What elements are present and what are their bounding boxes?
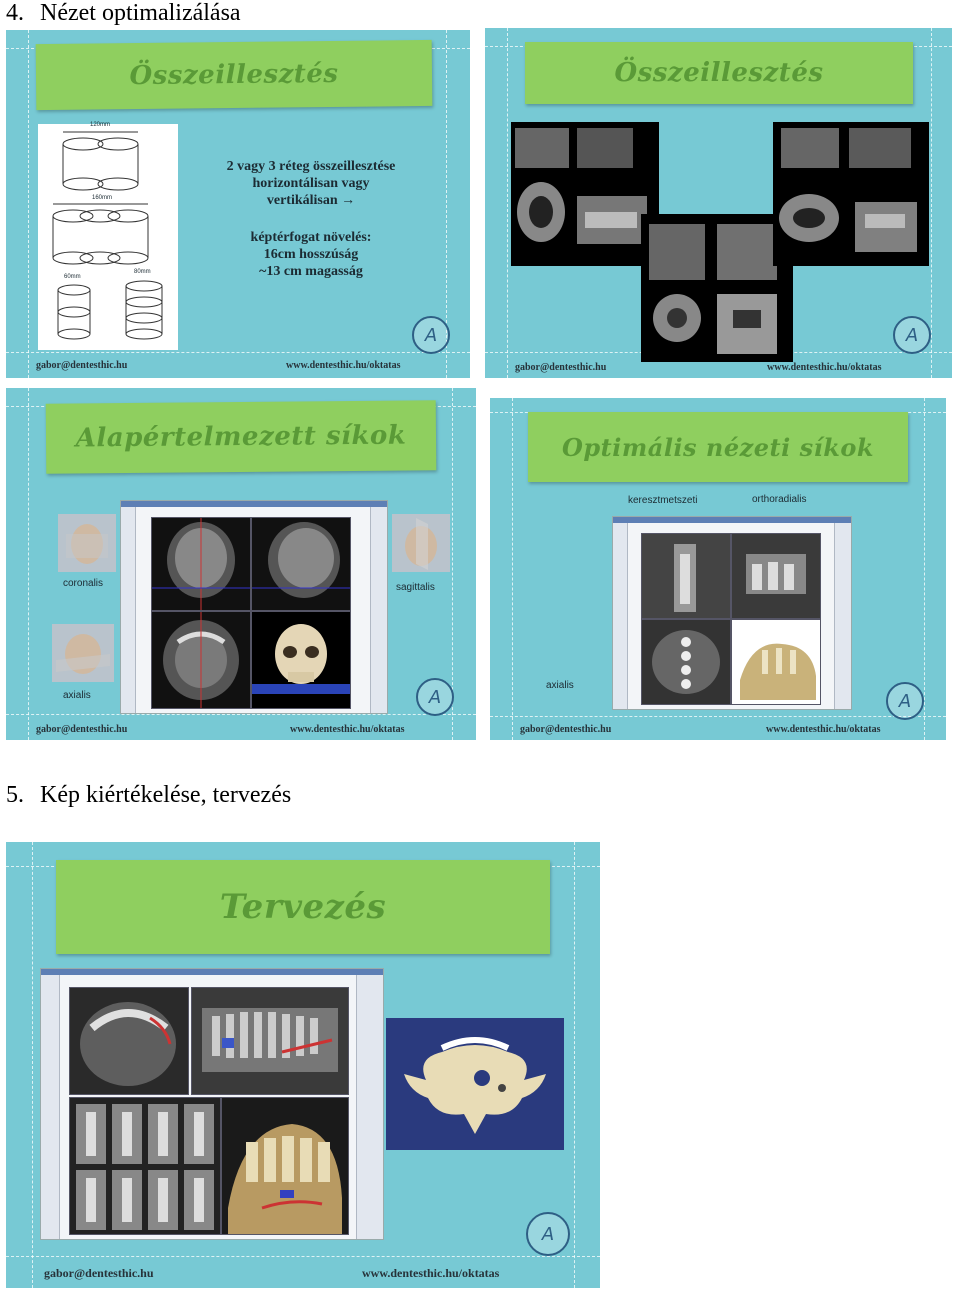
footer-email: gabor@dentesthic.hu <box>515 362 607 373</box>
section-heading-5: 5. Kép kiértékelése, tervezés <box>6 782 291 808</box>
slide-title: Alapértelmezett síkok <box>75 420 407 454</box>
cylinder-diagram-svg <box>52 131 163 340</box>
ct-pane-cross-section <box>641 533 731 619</box>
render-3d-dentition <box>221 1097 349 1235</box>
slide-title-banner: Összeillesztés <box>525 42 913 104</box>
body-line: képtérfogat növelés: <box>250 230 372 245</box>
ct-scan-group-3 <box>773 122 929 266</box>
heading-text: Nézet optimalizálása <box>40 0 241 26</box>
dim-label-mid: 160mm <box>92 195 113 201</box>
software-window-planning <box>40 968 384 1240</box>
head-model-image <box>405 518 437 570</box>
footer-email: gabor@dentesthic.hu <box>36 724 128 735</box>
head-model-image <box>66 524 108 564</box>
heading-number: 5. <box>6 782 24 808</box>
body-line: 16cm hosszúság <box>263 247 359 262</box>
ct-pane-axial <box>151 611 251 709</box>
ct-pane-axial <box>641 619 731 705</box>
footer-url: www.dentesthic.hu/oktatas <box>286 360 401 371</box>
surgical-guide-image <box>404 1037 546 1134</box>
footer-url: www.dentesthic.hu/oktatas <box>766 724 881 735</box>
footer-email: gabor@dentesthic.hu <box>520 724 612 735</box>
slide-title-banner: Optimális nézeti síkok <box>528 412 908 482</box>
head-model-axial <box>52 624 114 682</box>
plane-label-axial: axialis <box>546 680 574 691</box>
heading-text: Kép kiértékelése, tervezés <box>40 782 292 808</box>
head-model-image <box>56 634 110 674</box>
slide-title-banner: Alapértelmezett síkok <box>45 400 437 474</box>
surgical-guide-photo <box>386 1018 564 1150</box>
heading-number: 4. <box>6 0 24 26</box>
section-heading-4: 4. Nézet optimalizálása <box>6 0 241 26</box>
slide-title: Összeillesztés <box>129 58 339 92</box>
ct-pane-coronal <box>151 517 251 611</box>
ct-scan-group-2 <box>641 214 793 362</box>
body-line: 2 vagy 3 réteg összeillesztése <box>226 159 396 174</box>
dim-label-right: 80mm <box>134 269 151 275</box>
software-window-optimal-planes <box>612 516 852 710</box>
ct-image <box>649 224 777 354</box>
ct-scan-group-1 <box>511 122 659 266</box>
slide-title: Összeillesztés <box>614 58 824 88</box>
slide-alapertelmezett-sikok: Alapértelmezett síkok coronalis axialis … <box>6 388 476 740</box>
ct-pane-sagittal <box>251 517 351 611</box>
logo-icon: A <box>893 316 931 354</box>
footer-url: www.dentesthic.hu/oktatas <box>362 1266 500 1280</box>
slide-osszeillesztes-2: Összeillesztés A gabor@dentesthic.hu www… <box>485 28 952 378</box>
plane-label-coronal: coronalis <box>63 578 104 589</box>
software-window-default-planes <box>120 500 388 714</box>
slide-osszeillesztes-1: Összeillesztés 120mm 160mm 60mm 80mm <box>6 30 470 378</box>
dim-label-left: 60mm <box>64 274 81 280</box>
body-line: vertikálisan → <box>266 193 356 208</box>
render-3d-jaw <box>731 619 821 705</box>
ct-pane-cross-sections <box>69 1097 221 1235</box>
dim-label-top: 120mm <box>90 122 111 128</box>
plane-label-sagittal: sagittalis <box>396 582 435 593</box>
slide-title: Tervezés <box>219 887 387 927</box>
head-model-coronal <box>58 514 116 572</box>
cylinder-diagram: 120mm 160mm 60mm 80mm <box>38 122 178 350</box>
ct-image <box>515 128 647 244</box>
ct-pane-orthoradial <box>731 533 821 619</box>
plane-label-axial: axialis <box>63 690 91 701</box>
slide-tervezes: Tervezés A gabor@dentesthic.hu www.dente… <box>6 842 600 1288</box>
logo-icon: A <box>416 678 454 716</box>
footer-email: gabor@dentesthic.hu <box>36 360 128 371</box>
logo-icon: A <box>526 1212 570 1256</box>
ct-pane-axial-planning <box>69 987 189 1095</box>
head-model-sagittal <box>392 514 450 572</box>
ct-image <box>779 128 917 252</box>
render-3d-skull <box>251 611 351 709</box>
logo-icon: A <box>412 316 450 354</box>
footer-email: gabor@dentesthic.hu <box>44 1266 154 1280</box>
slide-title-banner: Tervezés <box>56 860 550 954</box>
plane-label-cross-section: keresztmetszeti <box>628 495 698 506</box>
plane-label-orthoradial: orthoradialis <box>752 494 807 505</box>
body-line: ~13 cm magasság <box>259 264 363 279</box>
ct-pane-panoramic <box>191 987 349 1095</box>
footer-url: www.dentesthic.hu/oktatas <box>290 724 405 735</box>
slide-title: Optimális nézeti síkok <box>561 432 874 462</box>
slide-body-text: 2 vagy 3 réteg összeillesztése horizontá… <box>196 158 426 280</box>
logo-icon: A <box>886 682 924 720</box>
body-line: horizontálisan vagy <box>252 176 370 191</box>
slide-title-banner: Összeillesztés <box>35 39 433 111</box>
slide-optimalis-nezeti-sikok: Optimális nézeti síkok keresztmetszeti o… <box>490 398 946 740</box>
footer-url: www.dentesthic.hu/oktatas <box>767 362 882 373</box>
